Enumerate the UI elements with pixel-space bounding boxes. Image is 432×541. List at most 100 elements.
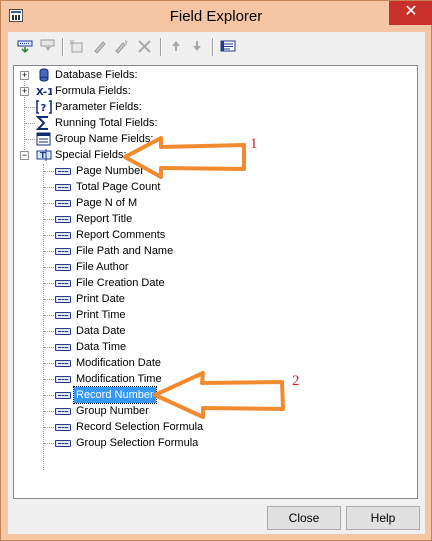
annotation-number-1: 1 bbox=[250, 136, 258, 152]
tree-line bbox=[44, 411, 54, 413]
special-field-icon bbox=[55, 312, 71, 319]
tree-line bbox=[44, 363, 54, 365]
special-field-label: File Creation Date bbox=[76, 277, 165, 289]
special-field-icon bbox=[55, 328, 71, 335]
arrow-up-icon[interactable] bbox=[167, 38, 185, 54]
tree-line bbox=[44, 219, 54, 221]
tree-line bbox=[25, 139, 35, 141]
tree-line bbox=[44, 427, 54, 429]
database-icon bbox=[36, 68, 52, 82]
tree-group-label: Special Fields: bbox=[55, 149, 127, 161]
expand-formula-fields[interactable]: + bbox=[20, 86, 29, 96]
special-field-icon bbox=[55, 360, 71, 367]
app-icon bbox=[9, 9, 23, 22]
special-fields-icon: T bbox=[36, 148, 52, 162]
special-field-label: Modification Date bbox=[76, 357, 161, 369]
tree-group-label: Running Total Fields: bbox=[55, 117, 158, 129]
special-field-icon bbox=[55, 408, 71, 415]
annotation-number-2: 2 bbox=[292, 373, 300, 389]
formula-icon: X-1 bbox=[36, 84, 54, 98]
field-type-icon[interactable] bbox=[219, 38, 237, 54]
toolbar-separator bbox=[212, 38, 213, 56]
svg-text:X-1: X-1 bbox=[36, 87, 52, 98]
special-field-icon bbox=[55, 392, 71, 399]
special-field-label: Print Time bbox=[76, 309, 126, 321]
special-field-label: Page N of M bbox=[76, 197, 138, 209]
tree-line bbox=[44, 235, 54, 237]
special-field-label: Page Number bbox=[76, 165, 144, 177]
special-field-label: Print Date bbox=[76, 293, 125, 305]
tree-line bbox=[44, 203, 54, 205]
dialog-client: + Database Fields: + X-1 bbox=[8, 32, 425, 534]
tree-line bbox=[44, 251, 54, 253]
special-field-icon bbox=[55, 344, 71, 351]
tree-line bbox=[44, 267, 54, 269]
tree-group-label: Database Fields: bbox=[55, 69, 138, 81]
tree-group-label: Group Name Fields: bbox=[55, 133, 154, 145]
special-field-label: Record Selection Formula bbox=[76, 421, 204, 433]
special-field-icon bbox=[55, 280, 71, 287]
special-field-label: Report Title bbox=[76, 213, 133, 225]
pencil-icon[interactable] bbox=[91, 38, 109, 54]
special-field-label: Data Date bbox=[76, 325, 126, 337]
tree-line bbox=[44, 299, 54, 301]
close-button[interactable]: Close bbox=[267, 506, 341, 530]
tree-group-label: Parameter Fields: bbox=[55, 101, 142, 113]
tree-group-label: Formula Fields: bbox=[55, 85, 131, 97]
browse-data-icon[interactable] bbox=[39, 38, 57, 54]
title-bar[interactable]: Field Explorer ✕ bbox=[1, 1, 432, 32]
special-field-label: File Path and Name bbox=[76, 245, 174, 257]
help-button[interactable]: Help bbox=[346, 506, 420, 530]
special-field-icon bbox=[55, 168, 71, 175]
special-field-label: File Author bbox=[76, 261, 129, 273]
svg-text:T: T bbox=[40, 151, 46, 160]
special-field-icon bbox=[55, 184, 71, 191]
window-title: Field Explorer bbox=[169, 8, 263, 25]
special-field-icon bbox=[55, 232, 71, 239]
special-field-icon bbox=[55, 264, 71, 271]
parameter-icon: ? bbox=[36, 100, 52, 114]
tree-line bbox=[44, 315, 54, 317]
special-field-icon bbox=[55, 248, 71, 255]
special-field-label: Report Comments bbox=[76, 229, 166, 241]
special-field-icon bbox=[55, 296, 71, 303]
window-close-button[interactable]: ✕ bbox=[389, 1, 432, 25]
collapse-special-fields[interactable]: − bbox=[20, 150, 29, 160]
annotation-arrow-1 bbox=[123, 136, 246, 179]
field-tree[interactable]: + Database Fields: + X-1 bbox=[13, 65, 418, 499]
annotation-arrow-2 bbox=[153, 371, 285, 419]
tree-line bbox=[43, 164, 45, 470]
delete-icon[interactable] bbox=[136, 38, 154, 54]
special-field-icon bbox=[55, 200, 71, 207]
special-field-label: Group Selection Formula bbox=[76, 437, 199, 449]
toolbar bbox=[8, 32, 425, 60]
special-field-icon bbox=[55, 216, 71, 223]
tree-line bbox=[44, 443, 54, 445]
arrow-down-icon[interactable] bbox=[188, 38, 206, 54]
svg-text:?: ? bbox=[41, 103, 47, 114]
tree-line bbox=[24, 76, 26, 156]
tree-line bbox=[44, 347, 54, 349]
special-field-label: Total Page Count bbox=[76, 181, 161, 193]
new-icon[interactable] bbox=[68, 38, 86, 54]
toolbar-separator bbox=[62, 38, 63, 56]
tree-line bbox=[44, 379, 54, 381]
special-field-icon bbox=[55, 424, 71, 431]
special-field-label: Data Time bbox=[76, 341, 127, 353]
tree-line bbox=[44, 187, 54, 189]
expand-database-fields[interactable]: + bbox=[20, 70, 29, 80]
tree-line bbox=[44, 171, 54, 173]
rename-icon[interactable] bbox=[113, 38, 131, 54]
tree-line bbox=[44, 283, 54, 285]
special-field-label: Record Number bbox=[73, 386, 157, 404]
tree-line bbox=[44, 331, 54, 333]
special-field-label: Modification Time bbox=[76, 373, 162, 385]
toolbar-separator bbox=[160, 38, 161, 56]
tree-line bbox=[44, 395, 54, 397]
tree-line bbox=[25, 107, 35, 109]
insert-field-icon[interactable] bbox=[17, 38, 35, 54]
special-field-icon bbox=[55, 440, 71, 447]
group-name-icon bbox=[36, 132, 52, 146]
special-field-icon bbox=[55, 376, 71, 383]
